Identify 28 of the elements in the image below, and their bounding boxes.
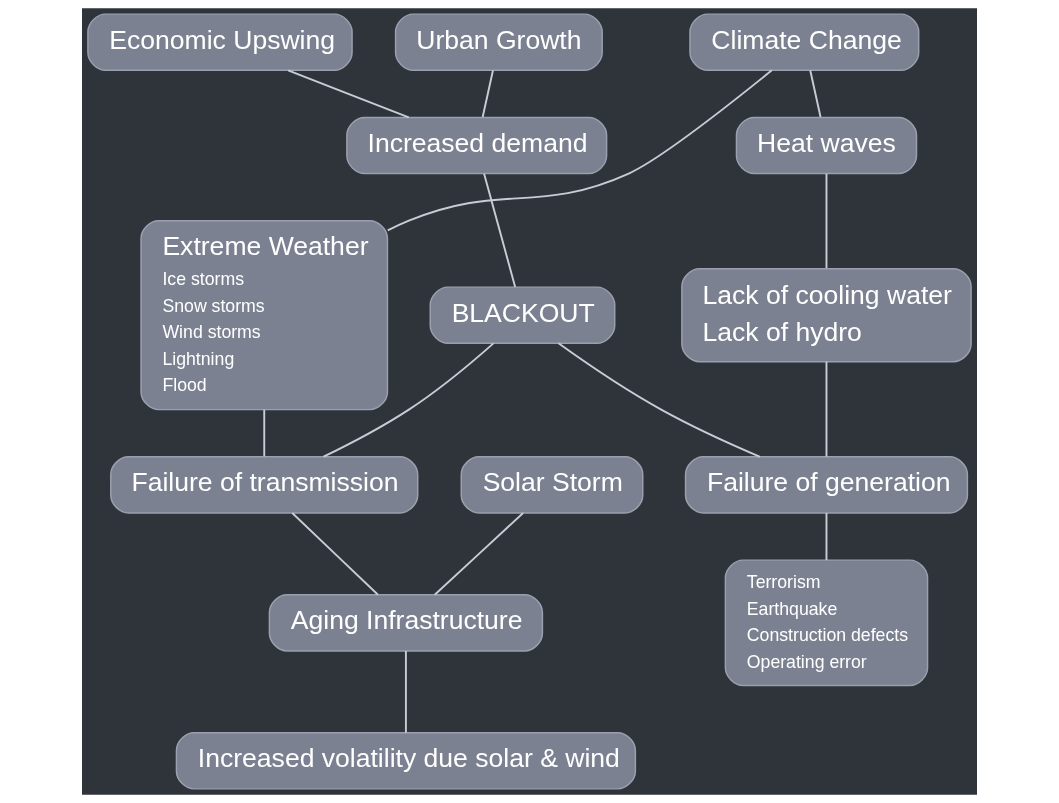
node-box: Urban Growth xyxy=(394,13,603,71)
node-box: BLACKOUT xyxy=(429,286,616,344)
connector xyxy=(825,172,828,270)
node-box: Failure of generation xyxy=(684,456,969,514)
connector xyxy=(386,69,773,232)
connector xyxy=(404,650,407,734)
connector xyxy=(287,69,410,119)
connector xyxy=(809,69,822,118)
node-box: Failure of transmission xyxy=(110,456,419,514)
connector xyxy=(483,172,517,288)
node-box: Increased demand xyxy=(346,116,608,175)
connector xyxy=(263,408,266,458)
connector xyxy=(481,69,494,118)
connector xyxy=(433,512,525,596)
node-box: Terrorism Earthquake Construction defects Operating error xyxy=(724,559,929,687)
connector xyxy=(557,342,762,458)
node-box: Aging Infrastructure xyxy=(268,594,544,652)
node-box: Extreme Weather Ice storms Snow storms Wind storms Lightning Flood xyxy=(140,220,389,411)
connector xyxy=(825,360,828,458)
node-box: Increased volatility due solar & wind xyxy=(175,732,637,790)
connector xyxy=(322,342,495,458)
node-box: Heat waves xyxy=(735,116,918,175)
connector xyxy=(825,512,828,562)
connector xyxy=(291,512,379,596)
node-box: Economic Upswing xyxy=(87,13,353,71)
node-box: Solar Storm xyxy=(460,456,644,514)
node-box: Lack of cooling water Lack of hydro xyxy=(681,267,972,363)
node-box: Climate Change xyxy=(689,13,920,71)
